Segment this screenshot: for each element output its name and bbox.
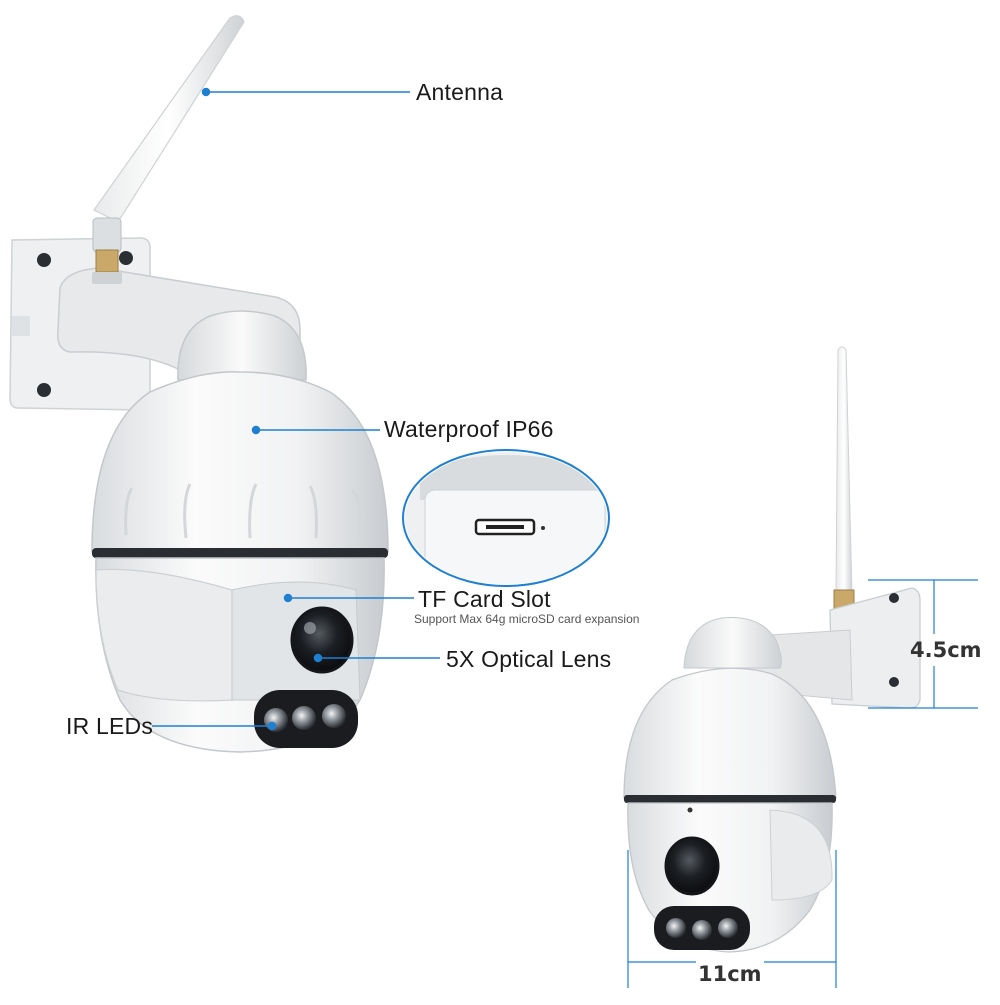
ir-led — [322, 704, 346, 728]
ir-led — [264, 708, 288, 732]
seam-ring — [92, 548, 388, 558]
antenna — [92, 15, 245, 284]
optical-lens — [290, 606, 354, 674]
side-camera — [623, 346, 921, 953]
tf-card-inset — [402, 449, 610, 587]
side-upper-dome — [623, 667, 837, 799]
antenna-label: Antenna — [416, 79, 504, 105]
ir-leds-label: IR LEDs — [66, 713, 154, 739]
side-antenna — [835, 346, 853, 596]
waterproof-label: Waterproof IP66 — [384, 416, 554, 442]
callout-lines — [152, 87, 440, 731]
mount-screw-icon — [37, 253, 51, 267]
tf-card-label: TF Card Slot — [418, 586, 551, 612]
lens-label: 5X Optical Lens — [446, 646, 612, 672]
height-dimension-label: 4.5cm — [910, 638, 982, 662]
mount-screw-icon — [119, 251, 133, 265]
ir-led — [292, 706, 316, 730]
side-optical-lens — [664, 836, 720, 896]
dimension-lines — [627, 579, 978, 988]
width-dimension-label: 11cm — [698, 962, 762, 986]
tf-card-note: Support Max 64g microSD card expansion — [414, 612, 640, 626]
dome-cap — [177, 310, 307, 381]
mount-screw-icon — [37, 383, 51, 397]
upper-dome — [91, 371, 389, 553]
main-camera — [9, 15, 389, 753]
